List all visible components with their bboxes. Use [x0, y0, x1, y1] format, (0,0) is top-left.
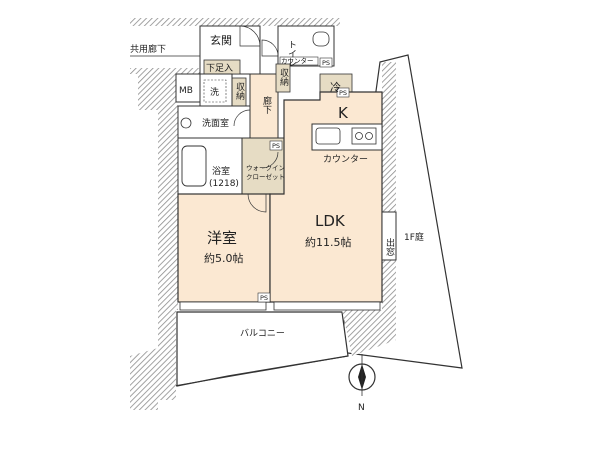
window-western	[179, 301, 267, 311]
ps-box-4	[257, 292, 271, 303]
label-fridge: 冷	[330, 81, 341, 94]
toilet-bowl	[312, 31, 330, 47]
door-washroom	[233, 109, 251, 127]
label-ldk-size: 約11.5帖	[305, 235, 352, 249]
label-wic-line1: ウォークイン	[246, 164, 285, 172]
label-hallway: 廊下	[261, 95, 272, 115]
label-common-corridor: 共用廊下	[130, 43, 166, 55]
label-counter: カウンター	[323, 154, 368, 165]
bathtub	[181, 145, 207, 187]
ps-box-2	[336, 87, 350, 98]
label-storage-1: 収納	[234, 81, 245, 101]
ps-box-1	[319, 57, 333, 68]
label-balcony: バルコニー	[240, 328, 285, 339]
label-bath-size: (1218)	[209, 179, 239, 189]
wall-right-mid	[382, 260, 396, 310]
wall-right-balcony	[342, 310, 396, 356]
compass-icon	[348, 354, 376, 396]
door-toilet	[261, 39, 279, 57]
label-entrance: 玄関	[210, 33, 232, 47]
label-toilet-counter: カウンター	[281, 56, 314, 65]
western-room-area	[177, 193, 271, 303]
sink-basin	[180, 117, 192, 129]
label-ps-4: PS	[260, 294, 268, 302]
window-ldk	[273, 301, 381, 311]
label-washroom: 洗面室	[202, 117, 229, 129]
balcony-rail	[173, 355, 349, 387]
label-bathroom: 浴室	[212, 165, 230, 177]
wall-left-balcony	[158, 310, 176, 400]
wall-top-left	[130, 18, 340, 26]
storage-2-area	[275, 63, 291, 93]
label-western-room: 洋室	[207, 229, 237, 247]
label-western-size: 約5.0帖	[204, 251, 244, 265]
wall-left-column	[138, 74, 178, 110]
washer-pan	[203, 79, 227, 103]
label-ps-3: PS	[272, 142, 280, 150]
label-bay-window: 出窓	[384, 237, 395, 256]
wall-left-long	[158, 110, 178, 310]
label-storage-2: 収納	[278, 67, 289, 87]
label-ps-1: PS	[322, 59, 330, 67]
door-entrance	[239, 25, 261, 47]
door-western	[247, 193, 267, 213]
balcony-outline	[176, 311, 349, 387]
wall-bottom-left	[130, 348, 158, 410]
wall-corridor	[130, 68, 200, 74]
stove-top	[351, 127, 377, 145]
toilet-counter-shelf	[279, 56, 319, 66]
burner-2	[365, 132, 373, 140]
label-mb: MB	[179, 86, 193, 96]
mb-area	[175, 73, 201, 103]
bay-window	[381, 211, 397, 261]
kitchen-sink	[315, 127, 341, 145]
label-kitchen: K	[338, 104, 349, 122]
ps-box-3	[269, 140, 283, 151]
door-ldk	[261, 151, 279, 169]
label-ps-2: PS	[339, 89, 347, 97]
burner-1	[355, 132, 363, 140]
wall-right-top	[382, 62, 396, 212]
label-wic-line2: クローゼット	[246, 172, 285, 181]
label-washer: 洗	[210, 86, 219, 98]
label-toilet: トイレ	[286, 40, 297, 67]
washer-area	[199, 73, 233, 107]
label-shoe-storage: 下足入	[206, 63, 233, 74]
label-ldk: LDK	[315, 212, 346, 230]
label-garden: 1F庭	[404, 231, 424, 243]
label-north: N	[358, 403, 365, 413]
